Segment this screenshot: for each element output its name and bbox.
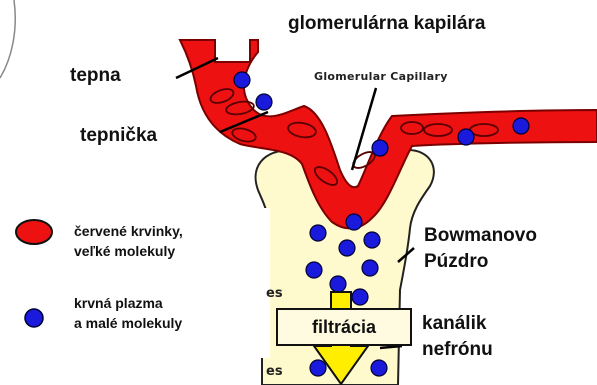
plasma-molecule — [310, 360, 326, 376]
plasma-molecule — [346, 214, 362, 230]
left-edge-arc — [0, 0, 15, 78]
plasma-molecule — [371, 360, 387, 376]
plasma-molecule — [513, 118, 529, 134]
legend-plasma-line2: a malé molekuly — [74, 314, 182, 332]
legend-red-cells-line2: veľké molekuly — [74, 242, 175, 260]
label-bowman-line1: Bowmanovo — [424, 224, 537, 247]
plasma-molecule — [352, 289, 368, 305]
plasma-molecule — [330, 276, 346, 292]
plasma-molecule — [310, 225, 326, 241]
text-fragment: es — [266, 286, 283, 301]
label-bowman-line2: Púzdro — [424, 250, 488, 273]
plasma-molecule — [362, 260, 378, 276]
plasma-molecule — [372, 140, 388, 156]
legend-red-cell-swatch — [14, 218, 54, 246]
label-tubule-line2: nefrónu — [422, 338, 493, 361]
filtration-box: filtrácia — [276, 308, 412, 346]
label-arteriole: tepnička — [80, 124, 157, 147]
label-tubule-line1: kanálik — [422, 312, 486, 335]
plasma-molecule — [458, 129, 474, 145]
text-fragment: es — [266, 364, 283, 379]
plasma-molecule — [256, 94, 272, 110]
legend-plasma-swatch — [22, 306, 46, 330]
plasma-molecule — [339, 240, 355, 256]
plasma-molecule — [306, 262, 322, 278]
label-glomerular-capillary: glomerulárna kapilára — [288, 12, 485, 35]
plasma-molecule — [364, 232, 380, 248]
label-artery: tepna — [70, 64, 121, 87]
legend-red-cells-line1: červené krvinky, — [74, 222, 183, 240]
label-original-english: Glomerular Capillary — [314, 70, 448, 83]
legend-plasma-line1: krvná plazma — [74, 294, 163, 312]
label-filtration: filtrácia — [312, 317, 376, 338]
plasma-molecule — [234, 72, 250, 88]
